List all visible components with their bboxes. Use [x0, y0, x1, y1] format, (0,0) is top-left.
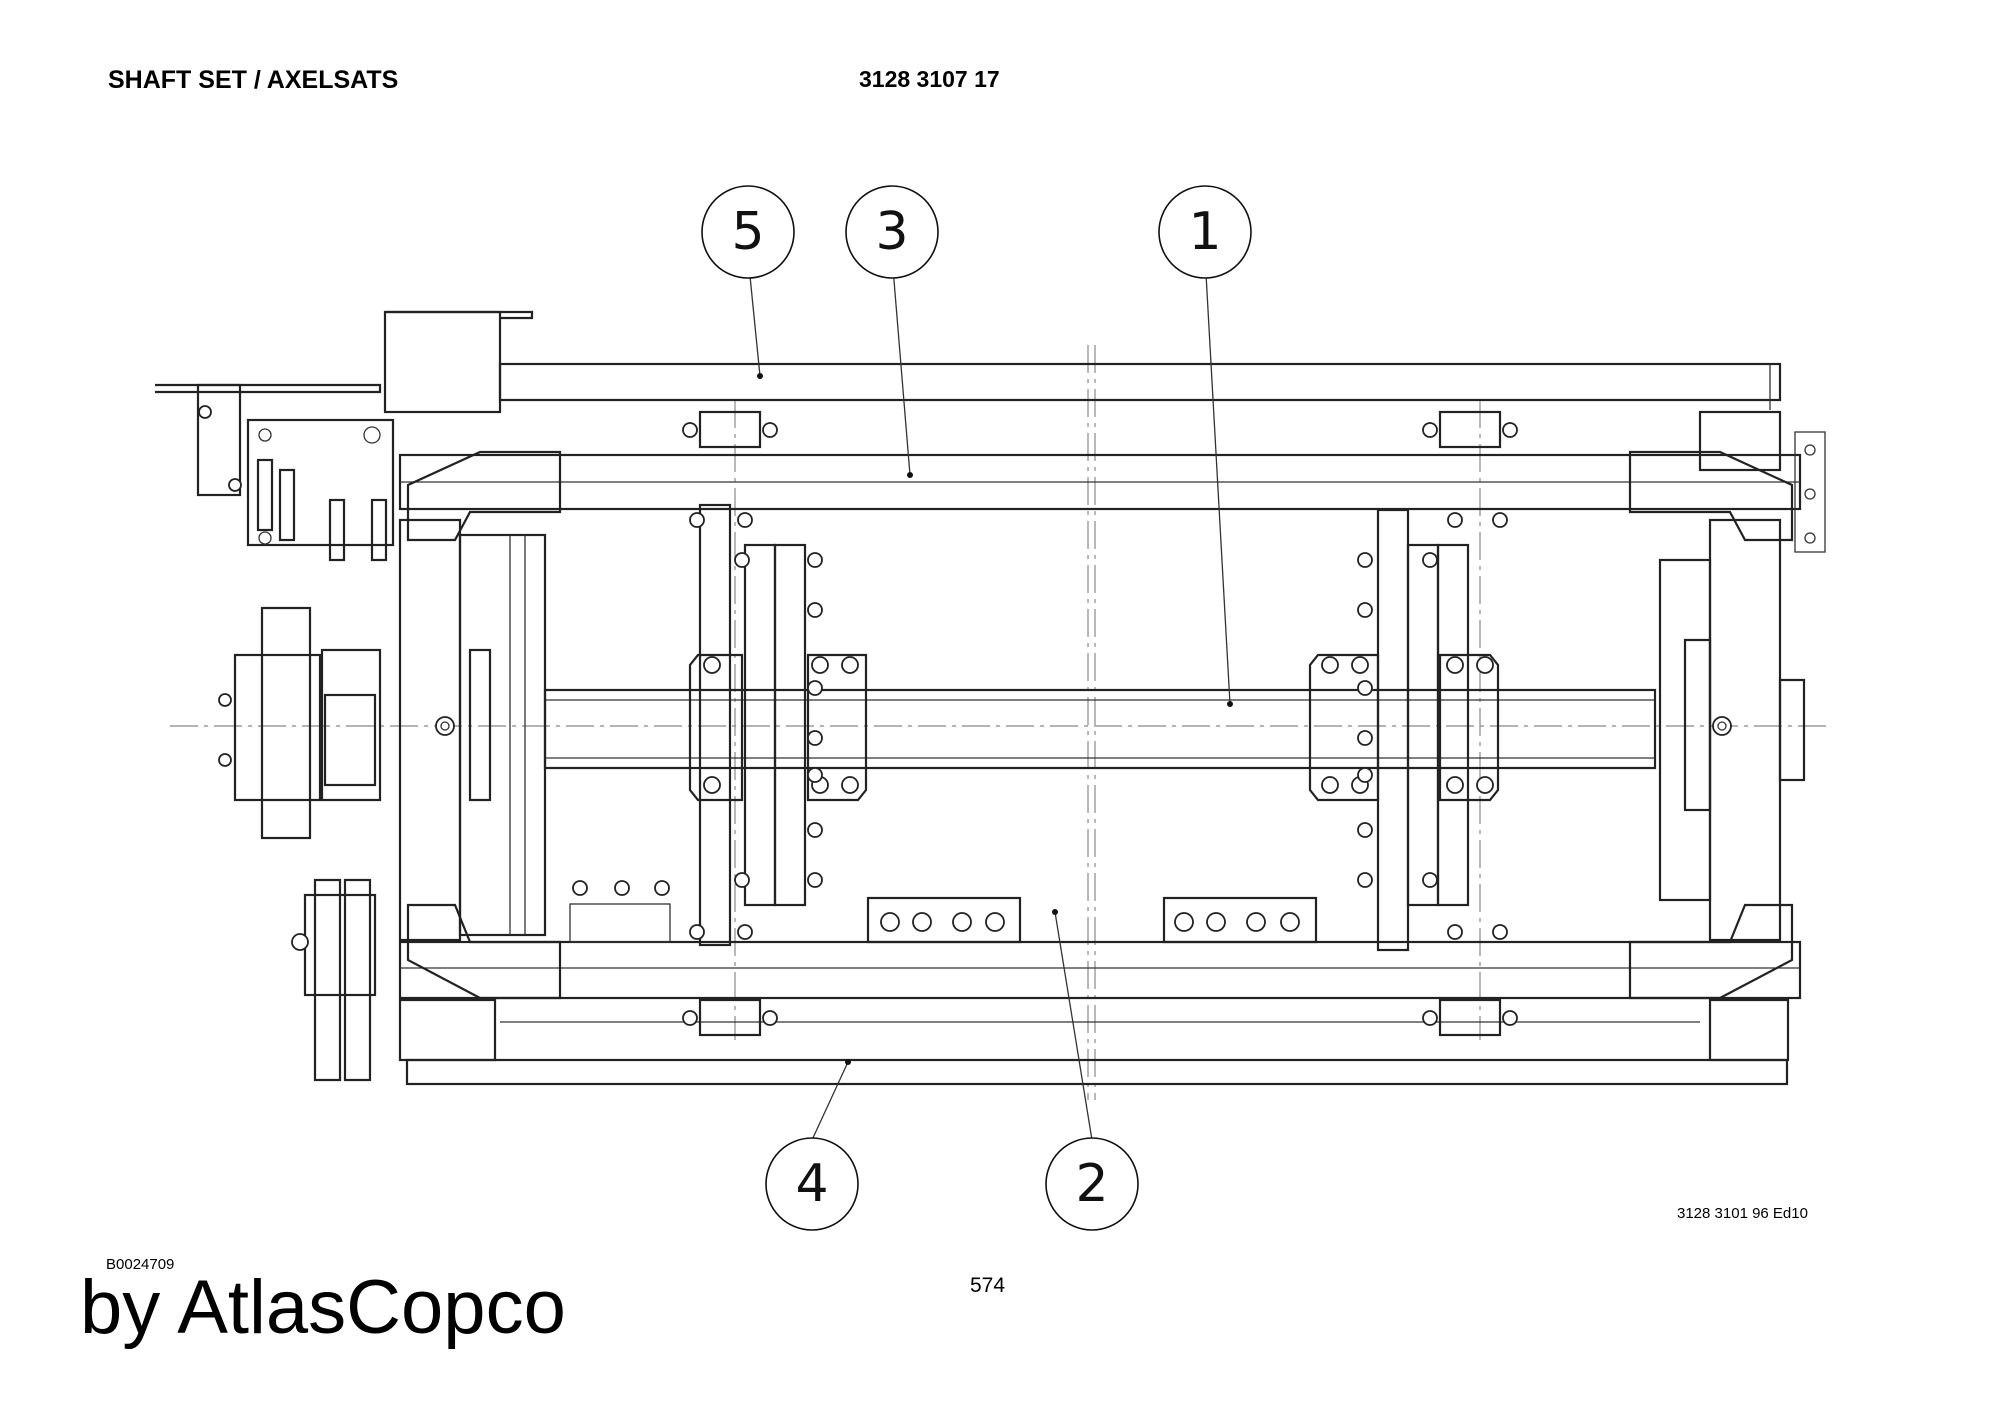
part-number: 3128 3107 17	[859, 66, 1000, 92]
main-shaft	[543, 688, 1657, 770]
lower-beam	[398, 896, 1802, 1000]
callout-4-label: 4	[795, 1154, 828, 1214]
right-side-frame	[1658, 431, 1826, 942]
callout-2-label: 2	[1075, 1154, 1108, 1214]
upper-beam	[398, 410, 1802, 542]
callout-1-label: 1	[1188, 202, 1221, 262]
left-bearing-hub	[688, 503, 868, 947]
image-code: B0024709	[106, 1256, 175, 1273]
callout-3-label: 3	[875, 202, 908, 262]
page-title: SHAFT SET / AXELSATS	[108, 66, 399, 94]
callout-1: 1	[1158, 185, 1252, 707]
left-drive-assembly	[196, 383, 395, 1082]
page-number: 574	[970, 1274, 1006, 1297]
callout-4: 4	[765, 1059, 859, 1231]
top-rail	[155, 310, 1782, 414]
callout-3: 3	[845, 185, 939, 478]
lower-clamp-nuts	[572, 880, 1300, 932]
bottom-rail	[398, 998, 1790, 1086]
brand-watermark: by AtlasCopco	[80, 1265, 566, 1350]
callout-5-label: 5	[731, 202, 764, 262]
rail-bolt-pads	[682, 410, 1518, 1037]
callout-5: 5	[701, 185, 795, 379]
left-side-frame	[398, 518, 547, 942]
right-bearing-hub	[1308, 508, 1500, 952]
callout-2: 2	[1045, 909, 1139, 1231]
drawing-reference: 3128 3101 96 Ed10	[1677, 1205, 1808, 1222]
